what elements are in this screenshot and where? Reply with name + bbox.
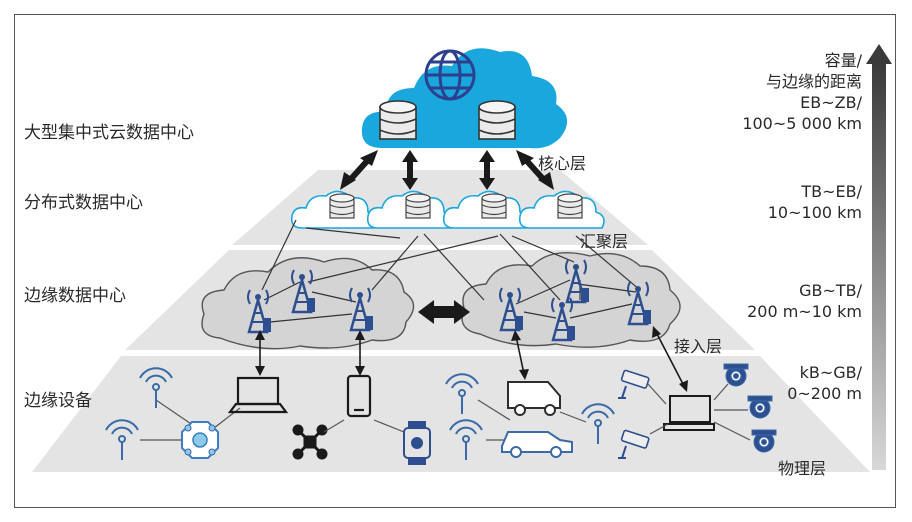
capacity-axis-arrow	[866, 44, 892, 470]
smartwatch-icon	[403, 421, 431, 465]
tier-core: 核心层	[538, 154, 587, 173]
edge-devices	[105, 363, 777, 465]
car-icon	[501, 431, 573, 458]
capacity-edge-dc-line2: 200 m~10 km	[747, 302, 862, 321]
label-distributed-dc: 分布式数据中心	[24, 193, 143, 213]
tier-physical: 物理层	[778, 459, 827, 478]
tier-access: 接入层	[674, 337, 723, 356]
capacity-edge-dc: GB~TB/ 200 m~10 km	[747, 280, 862, 322]
computer-icon	[663, 395, 715, 431]
pyramid-tier-devices	[32, 356, 870, 472]
edge-peer-arrow	[418, 300, 470, 324]
figure-frame	[14, 14, 896, 508]
capacity-header-line2: 与边缘的距离	[765, 72, 862, 91]
database-icon	[478, 100, 516, 140]
core-links	[340, 150, 554, 190]
label-cloud-dc: 大型集中式云数据中心	[24, 123, 194, 143]
label-edge-devices: 边缘设备	[24, 391, 92, 411]
capacity-devices-line2: 0~200 m	[787, 384, 862, 403]
capacity-edge-dc-line1: GB~TB/	[799, 281, 862, 300]
capacity-distributed: TB~EB/ 10~100 km	[768, 181, 862, 223]
hub-icon	[181, 421, 219, 459]
van-icon	[507, 381, 561, 416]
capacity-cloud-line2: 100~5 000 km	[742, 114, 862, 133]
capacity-devices-line1: kB~GB/	[799, 363, 862, 382]
drone-icon	[292, 424, 328, 460]
laptop-icon	[227, 376, 289, 414]
capacity-cloud-line1: EB~ZB/	[800, 93, 862, 112]
capacity-header: 容量/ 与边缘的距离 EB~ZB/ 100~5 000 km	[742, 50, 862, 134]
capacity-distributed-line1: TB~EB/	[801, 182, 862, 201]
tier-aggregation: 汇聚层	[580, 232, 629, 251]
capacity-header-line1: 容量/	[824, 51, 862, 70]
access-links	[255, 326, 688, 392]
capacity-distributed-line2: 10~100 km	[767, 203, 862, 222]
label-edge-dc: 边缘数据中心	[24, 286, 126, 306]
network-links	[261, 219, 641, 323]
globe-icon	[424, 49, 476, 101]
capacity-devices: kB~GB/ 0~200 m	[787, 362, 862, 404]
core-cloud	[361, 48, 568, 149]
database-icon	[379, 100, 417, 140]
phone-icon	[346, 374, 372, 418]
